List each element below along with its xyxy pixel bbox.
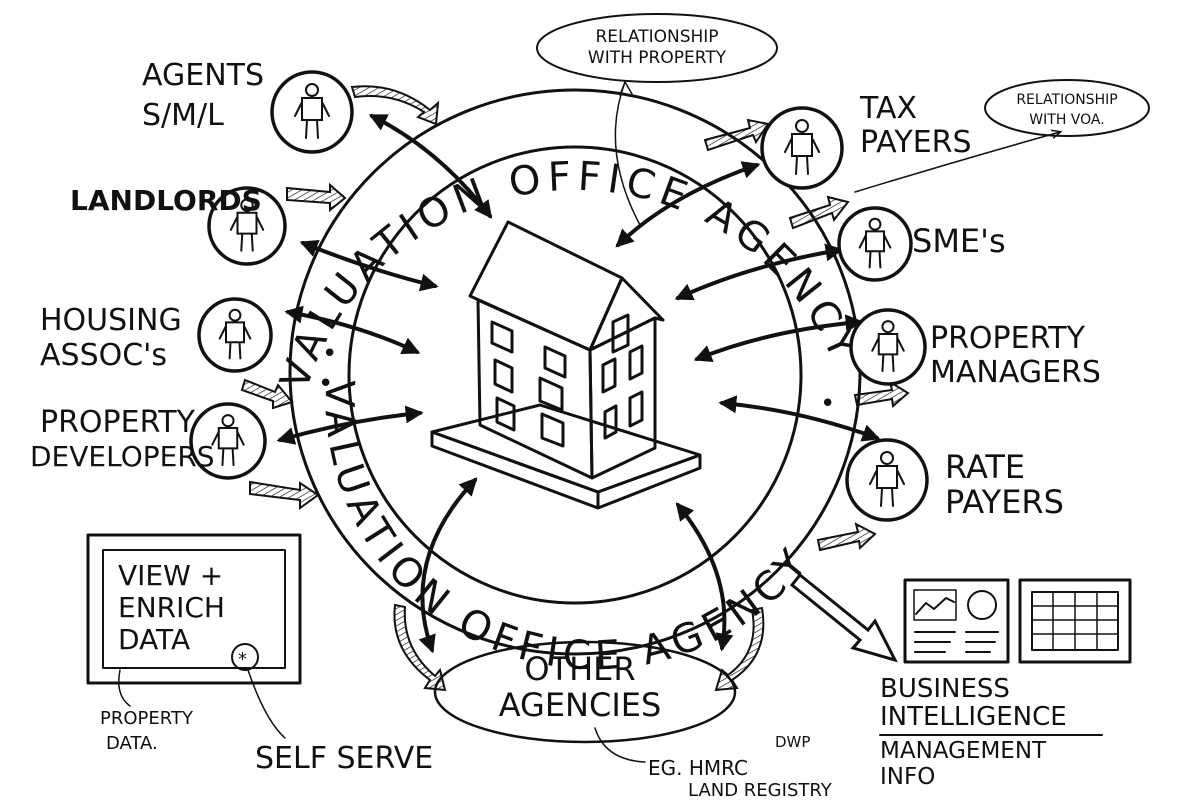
developers-label: DEVELOPERS	[30, 440, 215, 473]
house-side-wall	[590, 318, 655, 478]
taxpayers-tax-label: TAX	[859, 91, 917, 126]
housing-circle	[199, 299, 271, 371]
landlords-label: LANDLORDS	[70, 184, 262, 217]
smes-label: SME's	[912, 222, 1006, 260]
property-data-line1: PROPERTY	[100, 708, 194, 729]
screen-line2: ENRICH	[118, 591, 225, 624]
agents-size-label: S/M/L	[142, 98, 224, 133]
property-data-line2: DATA.	[106, 733, 158, 754]
agencies-line1: OTHER	[524, 650, 635, 688]
managers-label: MANAGERS	[930, 355, 1101, 390]
house-illustration	[432, 222, 700, 508]
ratepayers-circle	[847, 440, 927, 520]
agencies-note-hmrc: EG. HMRC	[648, 756, 748, 780]
iface-arrow-managers	[855, 382, 908, 406]
ring-dot-left-upper: •	[322, 339, 337, 369]
business-intelligence: BUSINESS INTELLIGENCE MANAGEMENT INFO	[792, 575, 1130, 790]
bi-line-chart-icon	[916, 598, 954, 614]
bi-chart-tile	[914, 590, 956, 620]
self-serve-leader	[248, 670, 285, 738]
ring-inner-label: VALUATION OFFICE AGENCY	[316, 380, 820, 680]
callout-line1: RELATIONSHIP	[1016, 92, 1117, 108]
agents-circle	[272, 72, 352, 152]
ring-dot-right: •	[820, 389, 835, 419]
agents-label: AGENTS	[142, 58, 264, 93]
bi-grid-icon	[1032, 592, 1118, 650]
callout-line2: WITH VOA.	[1029, 112, 1104, 128]
bi-line4: INFO	[880, 764, 935, 790]
agencies-note-dwp: DWP	[775, 733, 810, 751]
ring-outer-label: VALUATION OFFICE AGENCY	[272, 154, 869, 395]
asterisk-icon: *	[238, 649, 247, 670]
iface-arrow-landlords	[287, 185, 345, 210]
developers-property-label: PROPERTY	[40, 405, 196, 440]
callout-line1: RELATIONSHIP	[595, 27, 718, 47]
screen-line1: VIEW +	[118, 559, 223, 592]
bi-line2: INTELLIGENCE	[880, 702, 1067, 732]
taxpayers-label: PAYERS	[860, 125, 972, 160]
house-windows-front	[492, 322, 565, 446]
bi-text-lines	[915, 632, 998, 652]
housing-assoc-label: ASSOC's	[40, 338, 167, 373]
iface-arrow-agents	[352, 86, 438, 124]
property-data-leader	[119, 670, 130, 706]
ratepayers-label: PAYERS	[945, 483, 1064, 521]
bi-big-arrow	[792, 575, 895, 660]
bi-line1: BUSINESS	[880, 674, 1010, 704]
callout-line2: WITH PROPERTY	[588, 48, 727, 68]
agencies-note-land: LAND REGISTRY	[688, 780, 833, 801]
housing-label: HOUSING	[40, 303, 182, 338]
house-base-side	[598, 455, 700, 508]
managers-circle	[851, 310, 925, 384]
taxpayers-circle	[762, 108, 842, 188]
agencies-note-leader	[595, 728, 645, 762]
bi-pie-icon	[968, 591, 996, 619]
smes-circle	[839, 208, 911, 280]
ratepayers-rate-label: RATE	[945, 448, 1025, 486]
other-agencies: OTHER AGENCIES EG. HMRC DWP LAND REGISTR…	[435, 642, 833, 801]
iface-arrow-ratepayers	[818, 524, 875, 550]
self-serve-label: SELF SERVE	[255, 741, 433, 776]
iface-arrow-developers	[250, 482, 318, 508]
bi-line3: MANAGEMENT	[880, 738, 1047, 764]
ring-dot-left-lower: •	[318, 369, 333, 399]
managers-property-label: PROPERTY	[930, 321, 1086, 356]
stakeholder-labels: AGENTS S/M/L LANDLORDS HOUSING ASSOC's P…	[30, 58, 1101, 521]
agencies-line2: AGENCIES	[499, 686, 662, 724]
screen-line3: DATA	[118, 623, 190, 656]
